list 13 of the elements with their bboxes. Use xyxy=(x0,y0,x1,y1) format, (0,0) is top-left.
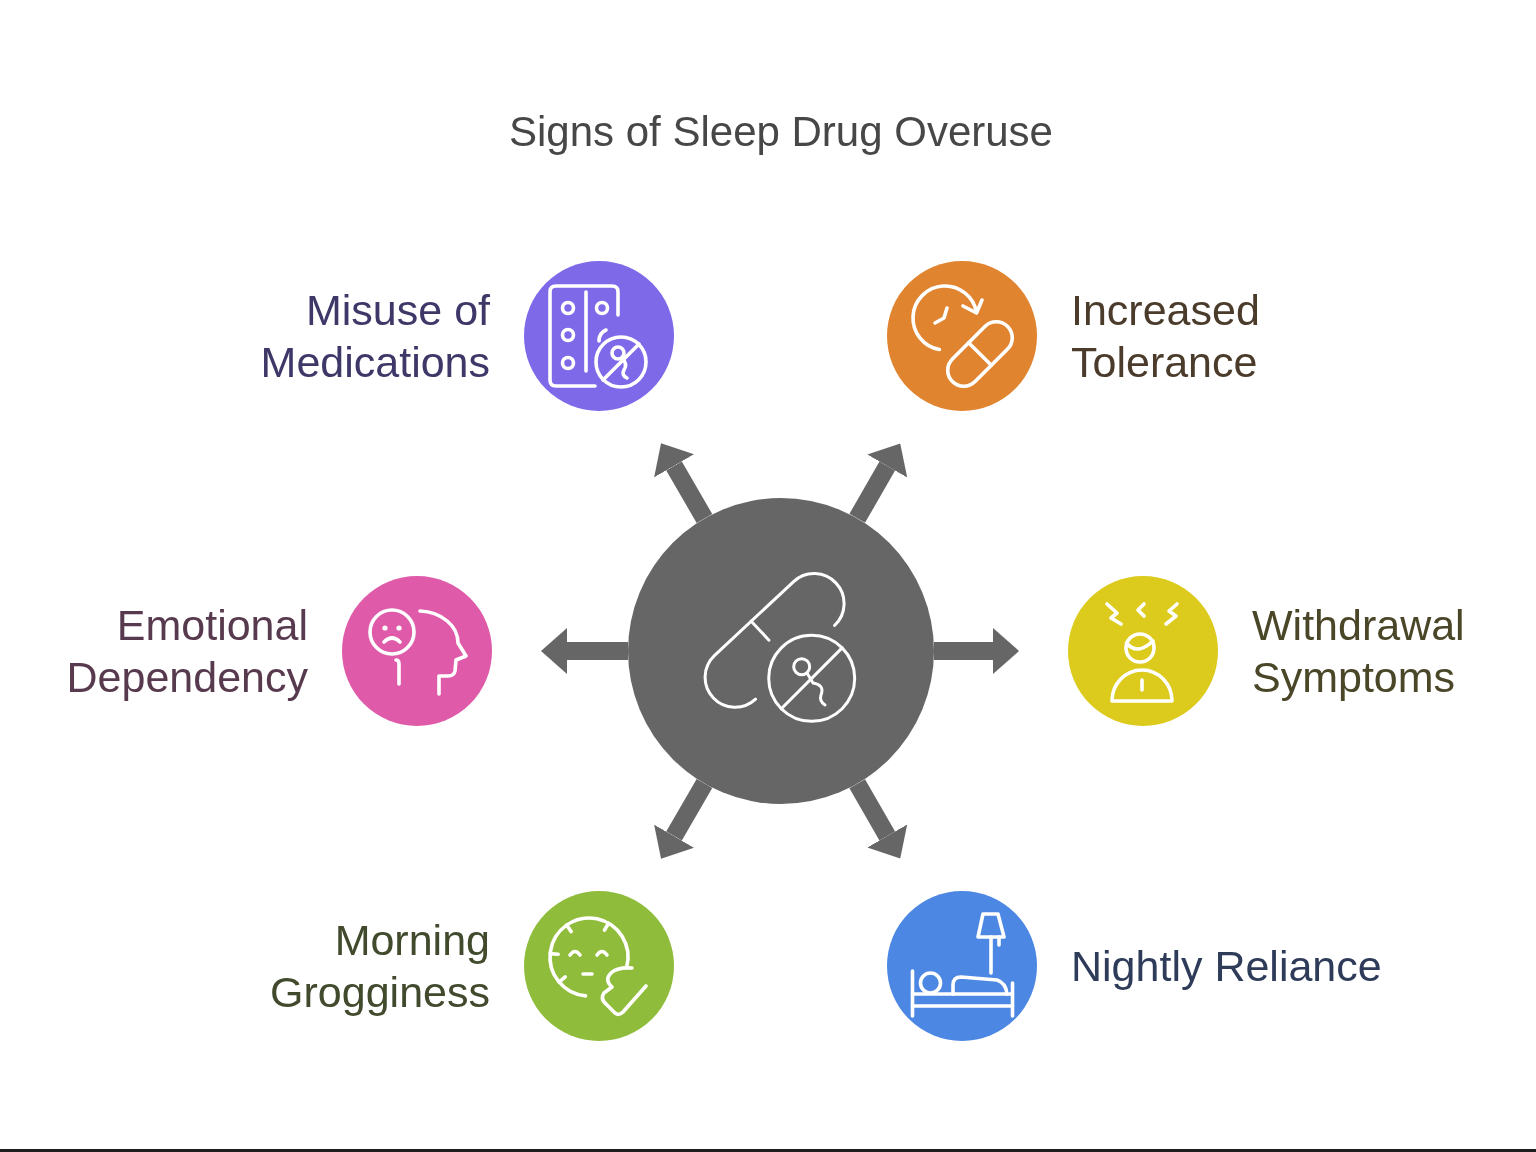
node-label: Nightly Reliance xyxy=(1071,941,1382,992)
node-label: Withdrawal Symptoms xyxy=(1252,600,1465,703)
arrow xyxy=(654,443,713,524)
node-label: Emotional Dependency xyxy=(66,600,308,703)
node-label: Increased Tolerance xyxy=(1071,285,1260,388)
diagram-title: Signs of Sleep Drug Overuse xyxy=(509,107,1053,157)
arrow xyxy=(541,628,628,674)
arrow xyxy=(934,628,1019,674)
arrow xyxy=(654,778,713,859)
node-label: Misuse of Medications xyxy=(260,285,490,388)
arrow xyxy=(849,443,908,523)
arrow xyxy=(849,779,908,859)
node-label: Morning Grogginess xyxy=(270,915,490,1018)
